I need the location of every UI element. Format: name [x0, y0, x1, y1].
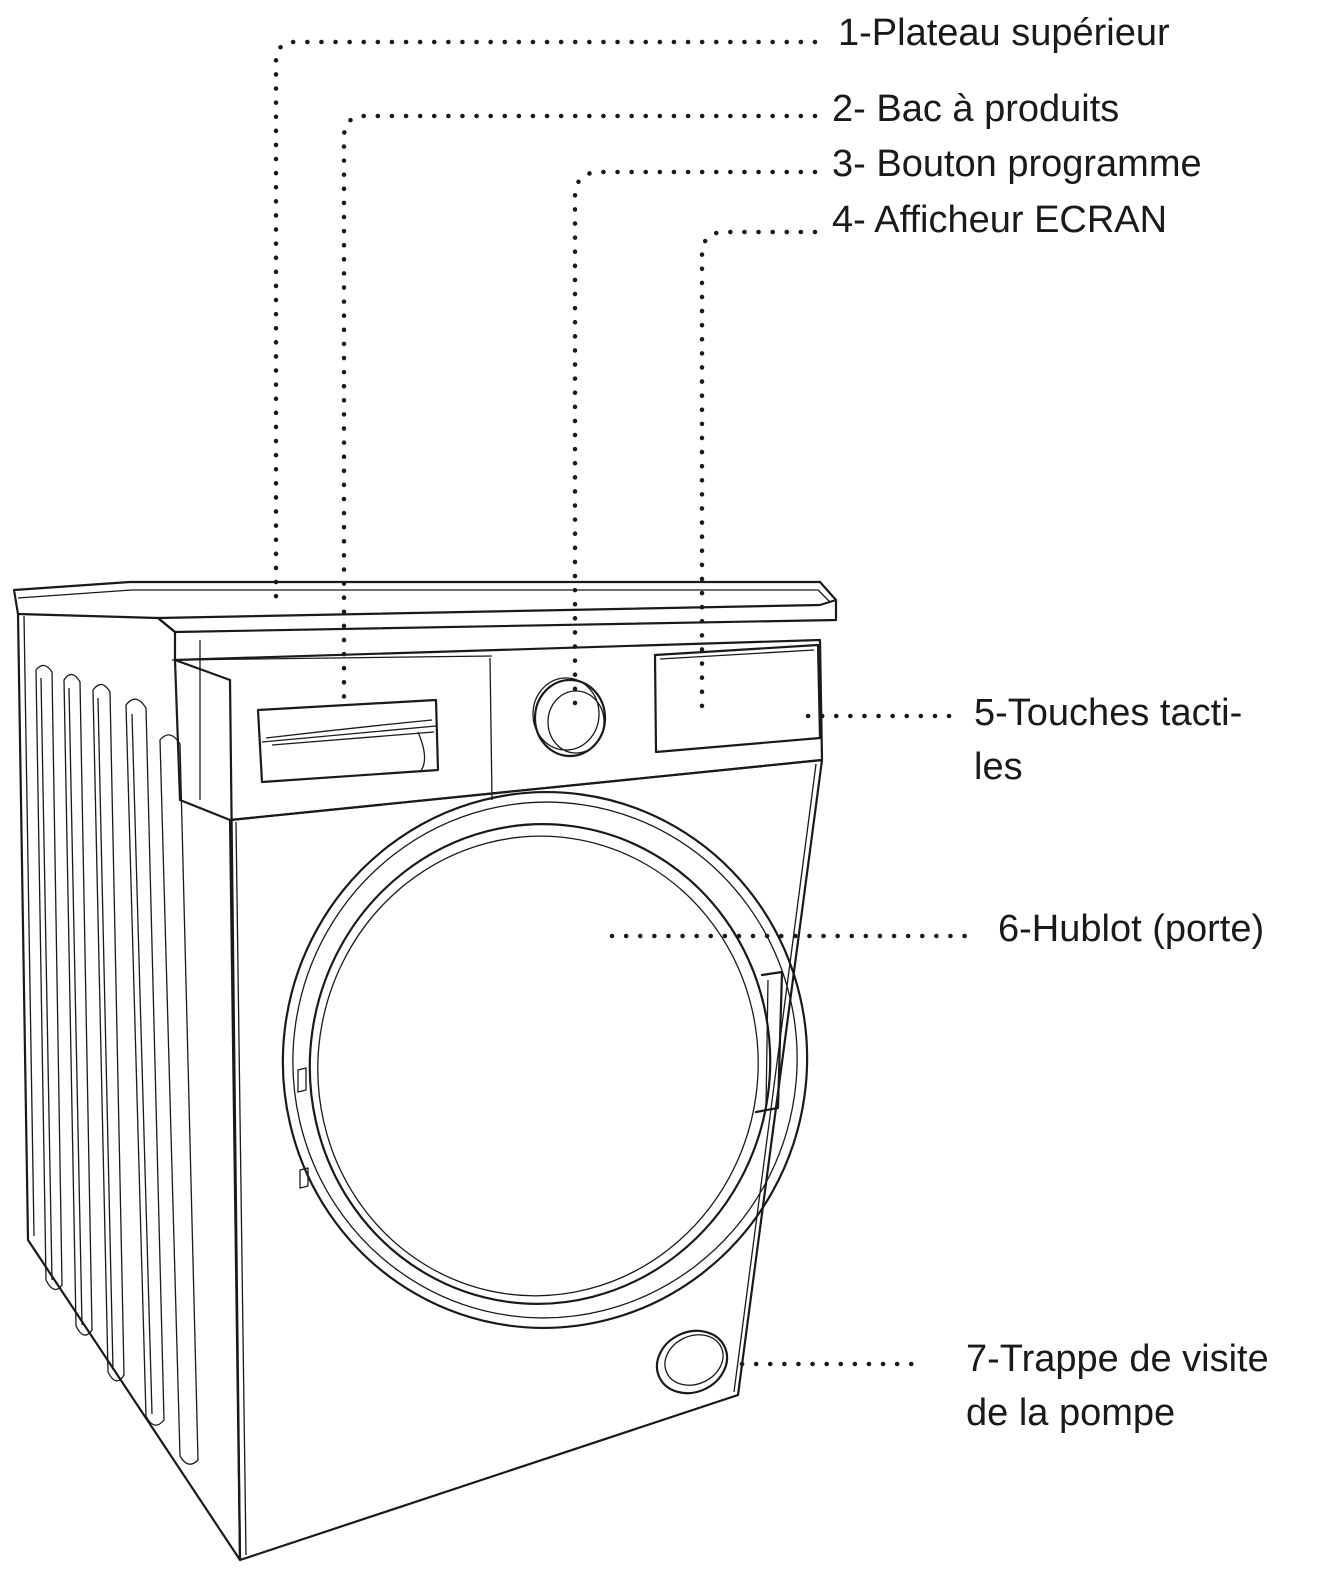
porthole-door: [281, 791, 809, 1329]
leader-line-bac: [341, 113, 818, 705]
front-body: [228, 758, 824, 1562]
label-plateau-superieur: 1-Plateau supérieur: [838, 6, 1170, 60]
label-touches-line2: les: [974, 746, 1023, 788]
label-touches-line1: 5-Touches tacti-: [974, 692, 1243, 734]
leader-lines: [273, 39, 971, 1367]
washing-machine-drawing: [12, 580, 838, 1562]
label-touches-tactiles: 5-Touches tacti- les: [974, 686, 1242, 794]
label-afficheur-ecran: 4- Afficheur ECRAN: [832, 193, 1167, 247]
leader-line-plateau: [273, 39, 818, 601]
label-bouton-text: 3- Bouton programme: [832, 143, 1202, 185]
side-panel: [16, 612, 242, 1562]
label-plateau-text: 1-Plateau supérieur: [838, 12, 1170, 54]
label-bouton-programme: 3- Bouton programme: [832, 137, 1202, 191]
label-trappe-line1: 7-Trappe de visite: [966, 1338, 1269, 1380]
label-trappe-line2: de la pompe: [966, 1392, 1176, 1434]
leader-line-bouton: [572, 169, 818, 719]
program-knob: [532, 677, 607, 758]
leader-line-afficheur: [699, 229, 818, 715]
side-vents: [35, 664, 199, 1465]
top-plate: [12, 580, 838, 660]
detergent-drawer: [256, 698, 440, 784]
label-hublot-text: 6-Hublot (porte): [998, 908, 1265, 950]
label-afficheur-text: 4- Afficheur ECRAN: [832, 199, 1168, 241]
label-bac-text: 2- Bac à produits: [832, 88, 1120, 130]
pump-hatch: [655, 1329, 729, 1395]
label-trappe-pompe: 7-Trappe de visite de la pompe: [966, 1332, 1269, 1440]
label-hublot-porte: 6-Hublot (porte): [998, 902, 1264, 956]
label-bac-a-produits: 2- Bac à produits: [832, 82, 1119, 136]
display-panel: [653, 643, 822, 754]
